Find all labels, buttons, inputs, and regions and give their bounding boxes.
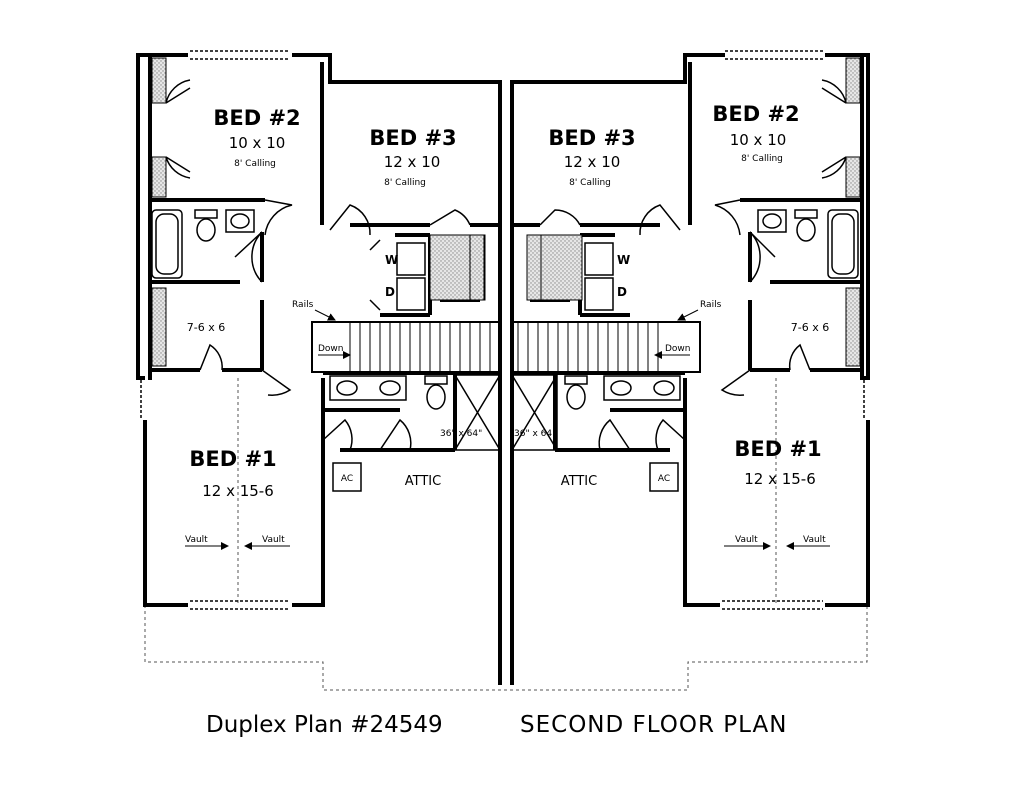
left-rails-label: Rails [292,300,314,310]
left-fixtures [151,209,501,492]
right-bed3-ceiling: 8' Calling [569,178,611,188]
left-down-label: Down [318,344,344,354]
left-vault-right-label: Vault [262,535,285,545]
right-bed2-ceiling: 8' Calling [741,154,783,164]
left-closet-size: 7-6 x 6 [187,321,225,334]
left-ac-label: AC [341,474,353,484]
right-bed1-size: 12 x 15-6 [744,470,816,488]
left-shaded-areas [151,57,486,367]
right-stair-treads [517,322,659,372]
right-bed2-size: 10 x 10 [730,131,787,149]
right-attic-label: ATTIC [561,474,597,489]
left-bed3-size: 12 x 10 [384,153,441,171]
right-vault-right-label: Vault [803,535,826,545]
left-bed2-size: 10 x 10 [229,134,286,152]
left-attic-opening: 36" x 64" [440,429,482,439]
party-wall [498,82,514,685]
right-bed2-title: BED #2 [712,102,799,126]
right-dryer-label: D [617,285,627,299]
left-bed3-title: BED #3 [369,126,456,150]
left-bed1-title: BED #1 [189,447,276,471]
left-vault-left-label: Vault [185,535,208,545]
right-bed3-title: BED #3 [548,126,635,150]
eave-outline [144,378,868,691]
right-down-label: Down [665,344,691,354]
left-bed1-size: 12 x 15-6 [202,482,274,500]
right-closet-size: 7-6 x 6 [791,321,829,334]
right-washer-label: W [617,253,630,267]
floor-caption: SECOND FLOOR PLAN [520,712,788,738]
left-bed2-title: BED #2 [213,106,300,130]
right-bed3-size: 12 x 10 [564,153,621,171]
left-rails-arrow [314,309,336,321]
left-dryer-label: D [385,285,395,299]
windows [140,50,865,610]
right-shaded-areas [526,57,861,367]
left-stair-treads [349,322,491,372]
right-bed1-title: BED #1 [734,437,821,461]
plan-number-caption: Duplex Plan #24549 [206,712,443,738]
left-doors [165,79,471,451]
left-attic-label: ATTIC [405,474,441,489]
right-vault-left-label: Vault [735,535,758,545]
right-rails-label: Rails [700,300,722,310]
left-washer-label: W [385,253,398,267]
right-doors [539,79,847,451]
left-bed3-ceiling: 8' Calling [384,178,426,188]
right-fixtures [511,209,859,492]
right-attic-opening: 36" x 64" [514,429,556,439]
left-bed2-ceiling: 8' Calling [234,159,276,169]
right-rails-arrow [677,309,699,321]
right-ac-label: AC [658,474,670,484]
